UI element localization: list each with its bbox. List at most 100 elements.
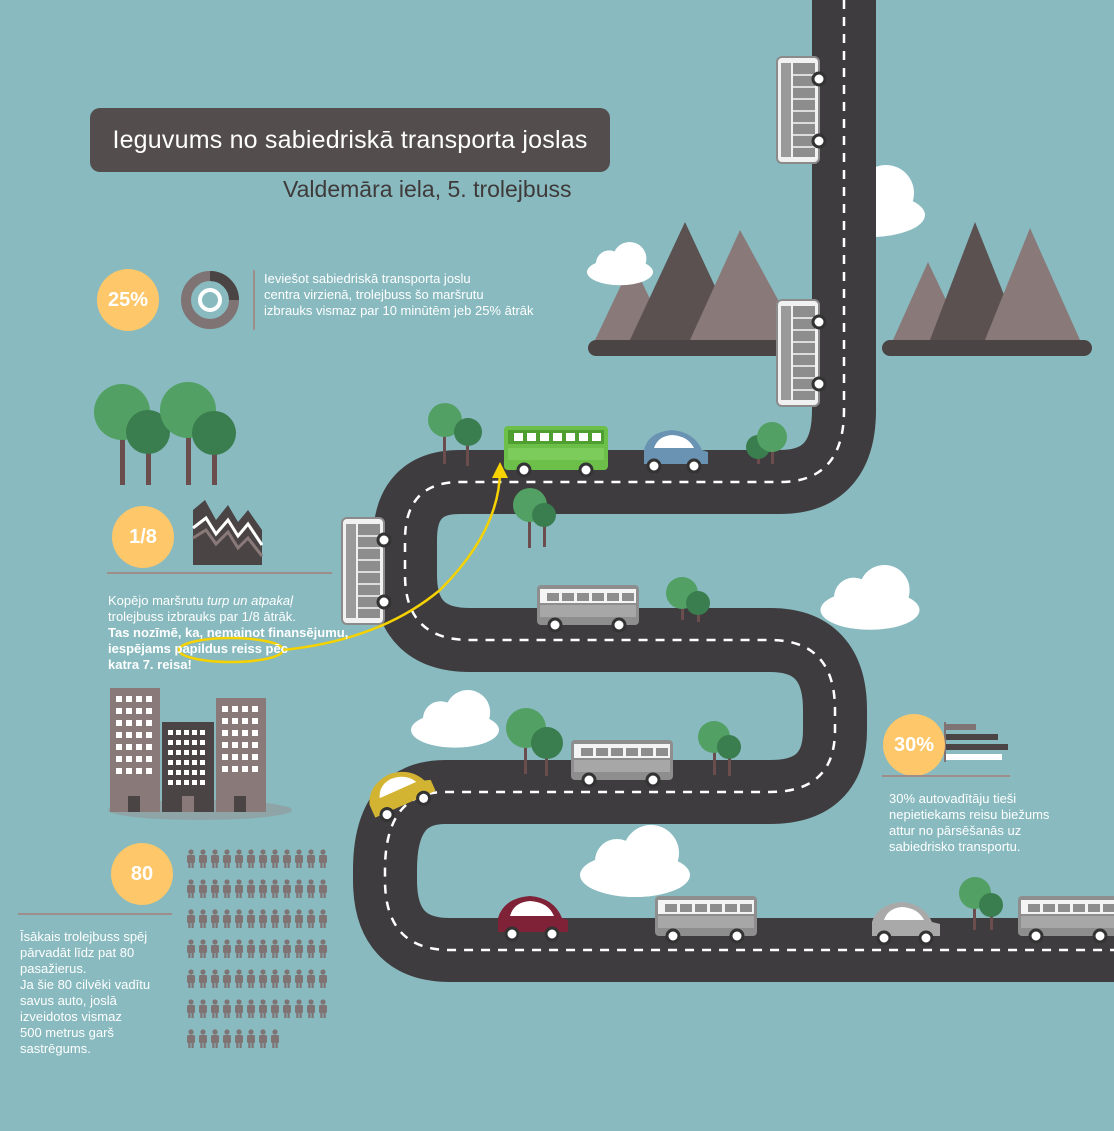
person-icon <box>199 879 207 898</box>
person-icon <box>187 969 195 988</box>
people-grid-icon <box>187 849 327 1048</box>
person-icon <box>247 939 255 958</box>
trees-road <box>428 403 1003 930</box>
person-icon <box>223 849 231 868</box>
person-icon <box>319 909 327 928</box>
divider <box>107 572 332 574</box>
red-car <box>498 896 568 942</box>
stat-30-text: 30% autovadītāju tieši nepietiekams reis… <box>889 791 1049 855</box>
person-icon <box>187 1029 195 1048</box>
person-icon <box>247 999 255 1018</box>
person-icon <box>235 879 243 898</box>
bus-horizontal <box>535 583 641 633</box>
stat-18-bold-line: katra 7. reisa! <box>108 657 192 672</box>
person-icon <box>319 939 327 958</box>
person-icon <box>199 849 207 868</box>
person-icon <box>223 939 231 958</box>
person-icon <box>247 849 255 868</box>
person-icon <box>223 1029 231 1048</box>
trees-left <box>94 382 236 485</box>
person-icon <box>199 999 207 1018</box>
extra-trip-highlight: papildus reiss <box>174 641 262 656</box>
stat-18-text: Kopējo maršrutu turp un atpakaļ trolejbu… <box>108 593 348 673</box>
person-icon <box>295 849 303 868</box>
page-title: Ieguvums no sabiedriskā transporta josla… <box>112 125 588 154</box>
person-icon <box>223 969 231 988</box>
person-icon <box>307 879 315 898</box>
person-icon <box>211 999 219 1018</box>
person-icon <box>259 849 267 868</box>
person-icon <box>307 939 315 958</box>
person-icon <box>211 969 219 988</box>
person-icon <box>235 969 243 988</box>
mountains-right <box>882 222 1092 356</box>
person-icon <box>247 1029 255 1048</box>
buildings <box>108 688 292 820</box>
person-icon <box>211 1029 219 1048</box>
person-icon <box>283 999 291 1018</box>
stat-80-line: pasažierus. <box>20 961 87 976</box>
trolleybus-vertical <box>775 298 827 408</box>
person-icon <box>307 999 315 1018</box>
mountains-left <box>588 222 828 356</box>
stat-30-badge: 30% <box>883 714 945 776</box>
donut-progress-icon <box>181 271 239 329</box>
stat-30-line: attur no pārsēšanās uz <box>889 823 1022 838</box>
person-icon <box>211 879 219 898</box>
person-icon <box>223 999 231 1018</box>
stat-30-line: nepietiekams reisu biežums <box>889 807 1050 822</box>
person-icon <box>295 909 303 928</box>
person-icon <box>283 909 291 928</box>
person-icon <box>223 909 231 928</box>
person-icon <box>295 969 303 988</box>
person-icon <box>187 849 195 868</box>
cloud <box>580 825 690 897</box>
bar-chart-icon <box>944 722 1008 762</box>
stat-30-line: sabiedrisko transportu. <box>889 839 1021 854</box>
person-icon <box>271 969 279 988</box>
divider <box>253 270 255 330</box>
stat-18-bold-line: Tas nozīmē, ka, nemainot finansējumu, <box>108 625 349 640</box>
stat-80-line: Ja šie 80 cilvēki vadītu <box>20 977 151 992</box>
stat-25-line: centra virzienā, trolejbuss šo maršrutu <box>264 287 484 302</box>
person-icon <box>235 849 243 868</box>
yellow-car <box>369 771 436 823</box>
stat-18-italic: turp un atpakaļ <box>207 593 294 608</box>
person-icon <box>247 969 255 988</box>
bus-horizontal <box>653 894 759 944</box>
stat-80-line: izveidotos vismaz <box>20 1009 122 1024</box>
stat-80-line: sastrēgums. <box>20 1041 91 1056</box>
green-bus <box>504 426 608 478</box>
person-icon <box>283 849 291 868</box>
person-icon <box>235 1029 243 1048</box>
person-icon <box>223 879 231 898</box>
grey-car <box>872 902 940 946</box>
person-icon <box>259 879 267 898</box>
person-icon <box>235 999 243 1018</box>
person-icon <box>235 939 243 958</box>
stat-18-bold-line: iespējams <box>108 641 175 656</box>
stat-25-text: Ieviešot sabiedriskā transporta joslu ce… <box>264 271 534 319</box>
mountain-chart-icon <box>192 500 264 565</box>
person-icon <box>259 1029 267 1048</box>
person-icon <box>247 909 255 928</box>
person-icon <box>247 879 255 898</box>
stat-18-line: trolejbuss izbrauks par 1/8 ātrāk. <box>108 609 296 624</box>
stat-80-badge: 80 <box>111 843 173 905</box>
person-icon <box>187 999 195 1018</box>
person-icon <box>319 999 327 1018</box>
person-icon <box>283 969 291 988</box>
cloud <box>820 565 920 630</box>
person-icon <box>307 969 315 988</box>
person-icon <box>211 849 219 868</box>
trolleybus-vertical <box>340 516 392 626</box>
person-icon <box>295 879 303 898</box>
person-icon <box>211 939 219 958</box>
person-icon <box>271 1029 279 1048</box>
stat-25-line: Ieviešot sabiedriskā transporta joslu <box>264 271 471 286</box>
cloud <box>587 242 653 286</box>
stat-18-bold-line: pēc <box>261 641 288 656</box>
person-icon <box>259 999 267 1018</box>
blue-car <box>644 430 708 474</box>
person-icon <box>295 999 303 1018</box>
